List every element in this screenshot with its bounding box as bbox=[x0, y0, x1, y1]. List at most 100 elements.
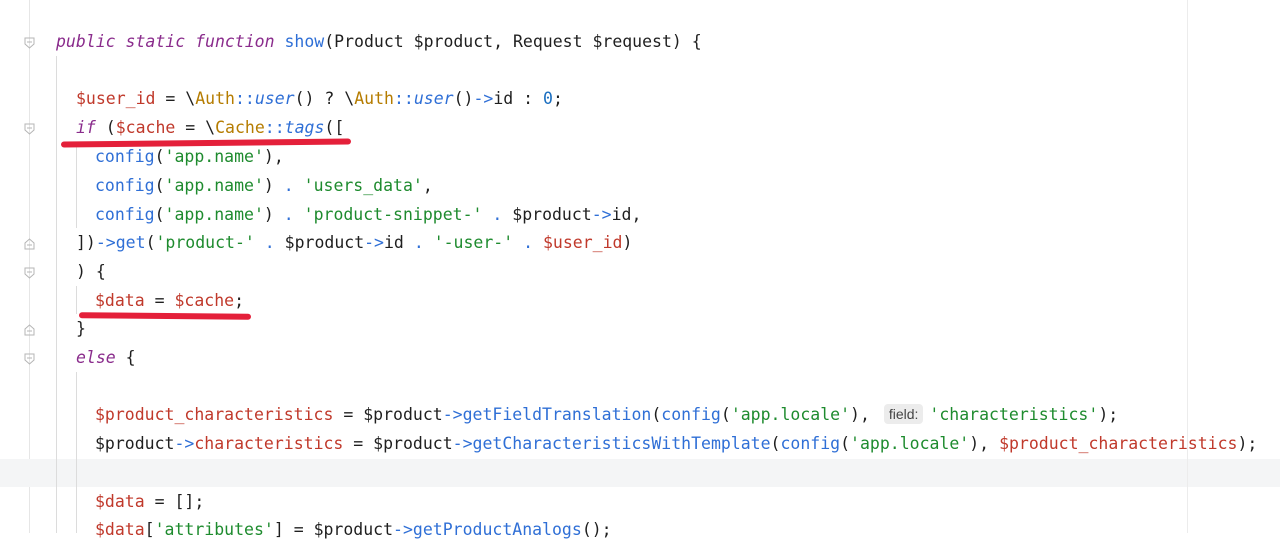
fold-open-icon[interactable] bbox=[24, 123, 35, 135]
code-line[interactable]: config('app.name'), bbox=[95, 143, 284, 171]
gutter-divider bbox=[29, 0, 30, 533]
code-token: ( bbox=[95, 118, 116, 137]
code-token: else bbox=[76, 348, 116, 367]
code-token: 'app.name' bbox=[164, 176, 264, 195]
code-token: -> bbox=[591, 205, 612, 224]
code-token: . bbox=[523, 233, 534, 252]
code-token: ); bbox=[1237, 434, 1258, 453]
code-token: . bbox=[283, 205, 294, 224]
indent-guide bbox=[76, 142, 77, 228]
code-token: . bbox=[413, 233, 424, 252]
code-token: config bbox=[95, 205, 155, 224]
code-token: 0 bbox=[543, 89, 553, 108]
code-token: (); bbox=[581, 520, 612, 539]
code-token: config bbox=[95, 147, 155, 166]
code-token bbox=[513, 233, 523, 252]
code-token: getFieldTranslation bbox=[462, 405, 652, 424]
code-token: getCharacteristicsWithTemplate bbox=[472, 434, 771, 453]
code-token: [ bbox=[144, 520, 155, 539]
code-line[interactable]: $user_id = \Auth::user() ? \Auth::user()… bbox=[76, 85, 563, 113]
code-line[interactable]: public static function show(Product $pro… bbox=[56, 28, 702, 56]
code-token: $product bbox=[502, 205, 592, 224]
code-token: ( bbox=[154, 147, 165, 166]
code-token: 'attributes' bbox=[154, 520, 274, 539]
code-token: ), bbox=[263, 147, 284, 166]
code-token: ) bbox=[263, 176, 284, 195]
code-token: -> bbox=[473, 89, 494, 108]
code-token bbox=[424, 233, 434, 252]
code-line[interactable]: if ($cache = \Cache::tags([ bbox=[76, 114, 344, 142]
code-token: , bbox=[422, 176, 433, 195]
fold-open-icon[interactable] bbox=[24, 353, 35, 365]
code-line[interactable]: } bbox=[76, 315, 86, 343]
code-token: show bbox=[284, 32, 325, 51]
code-token: id, bbox=[611, 205, 642, 224]
code-token: = $product bbox=[333, 405, 443, 424]
annotation-underline bbox=[78, 312, 252, 320]
code-token: $user_id bbox=[76, 89, 156, 108]
code-token: id : bbox=[493, 89, 544, 108]
code-token: 'app.locale' bbox=[730, 405, 851, 424]
code-token: -> bbox=[174, 434, 195, 453]
fold-close-icon[interactable] bbox=[24, 238, 35, 250]
code-line[interactable]: config('app.name') . 'users_data', bbox=[95, 172, 433, 200]
code-token: ( bbox=[154, 176, 165, 195]
code-token bbox=[533, 233, 543, 252]
code-token: $product_characteristics bbox=[95, 405, 334, 424]
code-token: Auth bbox=[354, 89, 394, 108]
editor-gutter bbox=[0, 0, 42, 533]
code-token: (Product $product, Request $request) { bbox=[324, 32, 702, 51]
code-token: getProductAnalogs bbox=[412, 520, 582, 539]
code-token: if bbox=[76, 118, 96, 137]
code-token: () bbox=[453, 89, 474, 108]
fold-close-icon[interactable] bbox=[24, 324, 35, 336]
code-token: id bbox=[384, 233, 414, 252]
code-token: ([ bbox=[324, 118, 345, 137]
code-token: ), bbox=[969, 434, 1000, 453]
code-line[interactable]: $data = $cache; bbox=[95, 287, 244, 315]
code-token: ]) bbox=[76, 233, 96, 252]
code-token: get bbox=[115, 233, 146, 252]
indent-guide bbox=[76, 372, 77, 533]
code-token: = bbox=[144, 291, 175, 310]
code-token: Auth bbox=[195, 89, 235, 108]
code-line[interactable]: ) { bbox=[76, 258, 106, 286]
code-token: $data bbox=[95, 291, 145, 310]
code-token: 'product-snippet-' bbox=[303, 205, 483, 224]
code-token: user bbox=[254, 89, 295, 108]
code-line[interactable]: config('app.name') . 'product-snippet-' … bbox=[95, 201, 641, 229]
code-token: ); bbox=[1098, 405, 1119, 424]
code-token: ) { bbox=[76, 262, 106, 281]
code-token: -> bbox=[442, 405, 463, 424]
code-token: ) bbox=[622, 233, 633, 252]
code-token: -> bbox=[393, 520, 413, 539]
code-token: = \ bbox=[175, 118, 216, 137]
code-token: $cache bbox=[115, 118, 176, 137]
code-line[interactable]: $data['attributes'] = $product->getProdu… bbox=[95, 516, 612, 544]
fold-open-icon[interactable] bbox=[24, 267, 35, 279]
code-token: = []; bbox=[144, 492, 205, 511]
code-line[interactable]: $product->characteristics = $product->ge… bbox=[95, 430, 1257, 458]
code-token: user bbox=[413, 89, 454, 108]
code-token: ( bbox=[651, 405, 662, 424]
code-token: . bbox=[264, 233, 275, 252]
code-token: ( bbox=[154, 205, 165, 224]
parameter-hint: field: bbox=[883, 404, 924, 424]
code-line[interactable]: else { bbox=[76, 344, 136, 372]
code-token: config bbox=[95, 176, 155, 195]
code-token: $product_characteristics bbox=[999, 434, 1238, 453]
code-line[interactable]: $data = []; bbox=[95, 488, 204, 516]
code-token: :: bbox=[234, 89, 255, 108]
code-token: } bbox=[76, 319, 86, 338]
code-token: public static function bbox=[56, 32, 285, 51]
code-line[interactable]: ])->get('product-' . $product->id . '-us… bbox=[76, 229, 632, 257]
code-line[interactable]: $product_characteristics = $product->get… bbox=[95, 401, 1118, 429]
code-token: :: bbox=[264, 118, 285, 137]
code-token: :: bbox=[393, 89, 414, 108]
current-line-highlight bbox=[0, 459, 1280, 487]
code-token: -> bbox=[452, 434, 473, 453]
fold-open-icon[interactable] bbox=[24, 37, 35, 49]
code-token: $product bbox=[274, 233, 365, 252]
code-token bbox=[294, 205, 304, 224]
code-token bbox=[294, 176, 304, 195]
